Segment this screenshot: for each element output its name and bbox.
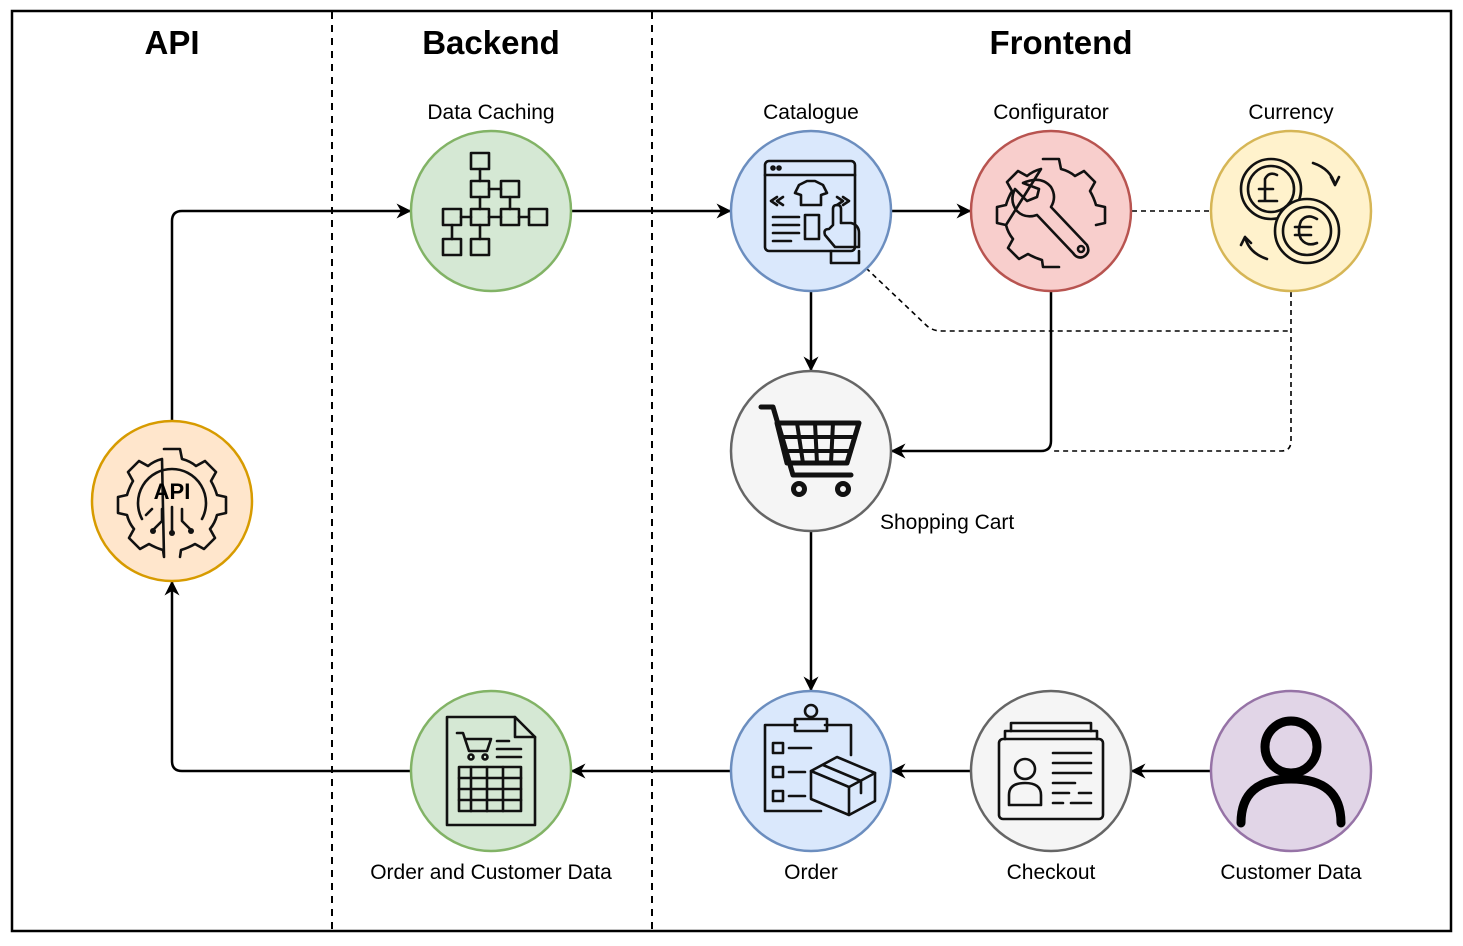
catalogue-browser-icon	[763, 159, 861, 265]
node-currency-label: Currency	[1248, 101, 1334, 124]
node-configurator[interactable]: Configurator	[969, 101, 1133, 293]
node-order[interactable]: Order	[729, 689, 893, 884]
edge-order-customer-data-to-api	[164, 580, 410, 773]
node-checkout[interactable]: Checkout	[969, 689, 1133, 884]
edge-configurator-to-shopping-cart	[890, 292, 1053, 459]
node-order-customer-data-circle	[409, 689, 573, 853]
order-clipboard-icon	[763, 703, 877, 817]
section-title-backend: Backend	[422, 24, 560, 61]
node-data-caching[interactable]: Data Caching	[409, 101, 573, 293]
wrench-gear-icon	[995, 157, 1107, 269]
node-catalogue-label: Catalogue	[763, 101, 859, 124]
edge-dashed-currency-shopping-cart	[1051, 292, 1292, 452]
section-title-frontend: Frontend	[990, 24, 1133, 61]
id-card-icon	[997, 721, 1105, 821]
node-api[interactable]: API	[90, 419, 254, 583]
user-icon	[1236, 716, 1346, 828]
node-order-label: Order	[784, 861, 838, 884]
node-currency[interactable]: Currency	[1209, 101, 1373, 293]
node-order-customer-data[interactable]: Order and Customer Data	[370, 689, 612, 884]
node-catalogue-circle	[729, 129, 893, 293]
node-catalogue[interactable]: Catalogue	[729, 101, 893, 293]
api-gear-icon: API	[116, 447, 228, 559]
edge-api-to-data-caching	[170, 203, 412, 421]
node-shopping-cart[interactable]: Shopping Cart	[729, 369, 1014, 534]
flowchart-icon	[441, 151, 549, 257]
node-data-caching-label: Data Caching	[427, 101, 554, 124]
edge-dashed-catalogue-currency	[865, 267, 1291, 332]
currency-exchange-icon	[1239, 157, 1341, 265]
node-checkout-circle	[969, 689, 1133, 853]
section-title-api: API	[144, 24, 199, 61]
node-checkout-label: Checkout	[1007, 861, 1096, 884]
spreadsheet-cart-icon	[445, 715, 537, 827]
svg-text:API: API	[154, 479, 191, 504]
node-configurator-label: Configurator	[993, 101, 1109, 124]
node-shopping-cart-label: Shopping Cart	[880, 511, 1014, 534]
node-order-customer-data-label: Order and Customer Data	[370, 861, 612, 884]
shopping-cart-icon	[758, 404, 862, 497]
node-customer-data-label: Customer Data	[1220, 861, 1362, 884]
node-data-caching-circle	[409, 129, 573, 293]
node-customer-data[interactable]: Customer Data	[1209, 689, 1373, 884]
